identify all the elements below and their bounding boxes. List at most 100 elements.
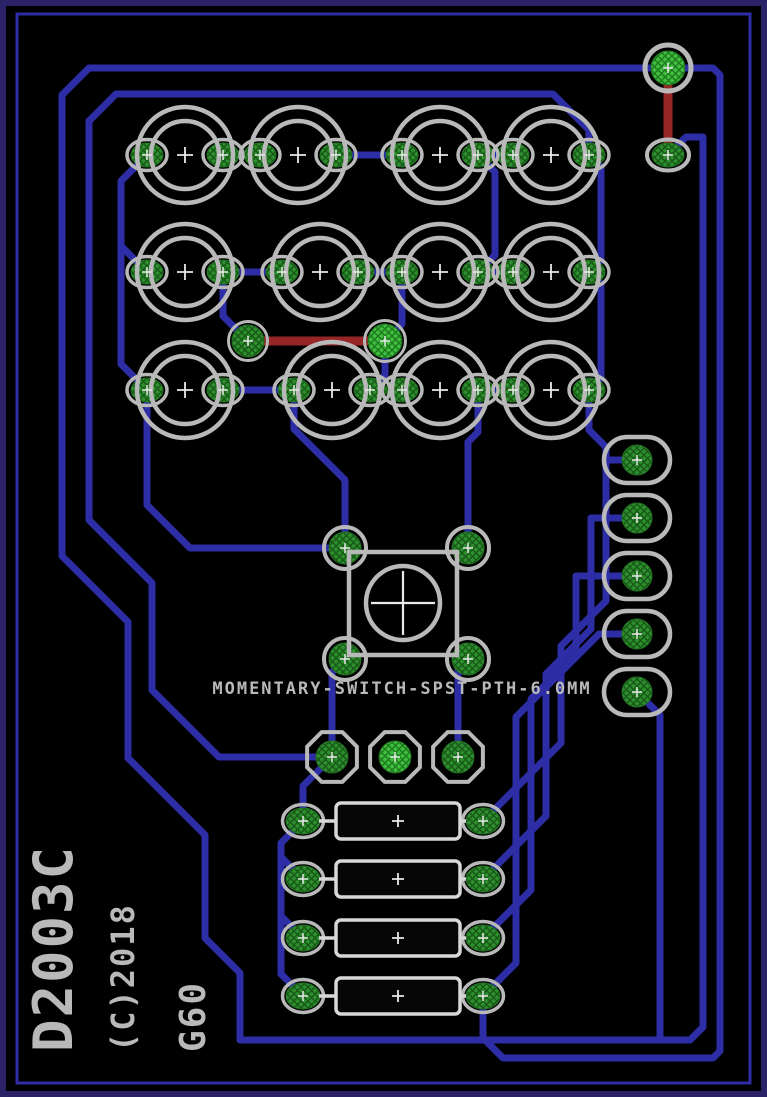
- origin-cross: [473, 150, 483, 160]
- origin-cross: [392, 990, 404, 1002]
- pushbutton-outline[interactable]: [281, 339, 383, 441]
- header-pin-outline[interactable]: [601, 608, 673, 660]
- pushbutton-outline[interactable]: [134, 104, 236, 206]
- pushbutton-outline[interactable]: [134, 221, 236, 323]
- pad-ring: [445, 525, 491, 571]
- pushbutton-outline[interactable]: [134, 339, 236, 441]
- origin-cross: [432, 382, 448, 398]
- origin-cross: [353, 267, 363, 277]
- header-pin-outline[interactable]: [601, 434, 673, 486]
- origin-cross: [142, 385, 152, 395]
- origin-cross: [392, 932, 404, 944]
- pad-ring: [201, 254, 245, 290]
- pad-ring: [125, 137, 169, 173]
- origin-cross: [397, 385, 407, 395]
- origin-cross: [543, 147, 559, 163]
- origin-marks-layer: [142, 63, 673, 1002]
- header-pin-outline[interactable]: [601, 666, 673, 718]
- origin-cross: [177, 382, 193, 398]
- copper-trace[interactable]: [479, 64, 724, 1062]
- origin-cross: [340, 654, 350, 664]
- board-dimension-outline: [15, 12, 752, 1085]
- pad-ring: [201, 137, 245, 173]
- origin-cross: [632, 513, 642, 523]
- pad-ring: [363, 319, 407, 363]
- pushbutton-outline[interactable]: [389, 221, 491, 323]
- pad-ring: [227, 320, 269, 362]
- copper-trace[interactable]: [277, 817, 307, 1000]
- pushbutton-outline[interactable]: [389, 339, 491, 441]
- header-pin-outline[interactable]: [601, 550, 673, 602]
- tri-pad-outline[interactable]: [305, 730, 359, 784]
- origin-cross: [463, 543, 473, 553]
- origin-cross: [298, 816, 308, 826]
- copper-trace[interactable]: [464, 386, 482, 552]
- header-pin-outline[interactable]: [601, 492, 673, 544]
- origin-cross: [397, 150, 407, 160]
- switch-body-outline[interactable]: [346, 549, 460, 658]
- origin-cross: [663, 63, 673, 73]
- origin-cross: [218, 267, 228, 277]
- switch-button-outline[interactable]: [363, 563, 443, 643]
- copper-trace[interactable]: [85, 117, 336, 761]
- pushbutton-outline[interactable]: [500, 339, 602, 441]
- origin-cross: [663, 150, 673, 160]
- copper-trace[interactable]: [479, 514, 641, 883]
- pad-ring: [456, 372, 500, 408]
- origin-cross: [392, 815, 404, 827]
- tri-pad-outline[interactable]: [431, 730, 485, 784]
- copper-trace[interactable]: [143, 386, 349, 552]
- origin-cross: [463, 654, 473, 664]
- origin-cross: [290, 147, 306, 163]
- pushbutton-outline[interactable]: [500, 221, 602, 323]
- pad-ring: [336, 254, 380, 290]
- origin-cross: [543, 264, 559, 280]
- origin-cross: [632, 455, 642, 465]
- copper-trace[interactable]: [58, 91, 707, 1044]
- origin-cross: [478, 933, 488, 943]
- pad-ring: [567, 254, 611, 290]
- origin-cross: [432, 147, 448, 163]
- origin-cross: [453, 752, 463, 762]
- origin-cross: [177, 264, 193, 280]
- origin-cross: [142, 267, 152, 277]
- pad-ring: [125, 254, 169, 290]
- copper-trace[interactable]: [479, 630, 641, 1000]
- copper-trace[interactable]: [290, 386, 349, 552]
- pad-ring: [456, 137, 500, 173]
- origin-cross: [508, 150, 518, 160]
- origin-cross: [543, 382, 559, 398]
- pad-ring: [272, 372, 316, 408]
- silkscreen-switch-label: MOMENTARY-SWITCH-SPST-PTH-6.0MM: [212, 679, 591, 699]
- pushbutton-outline[interactable]: [389, 104, 491, 206]
- pushbutton-outline[interactable]: [247, 104, 349, 206]
- origin-cross: [380, 336, 390, 346]
- pad-ring: [567, 137, 611, 173]
- origin-cross: [298, 933, 308, 943]
- origin-cross: [584, 385, 594, 395]
- pad-ring: [201, 372, 245, 408]
- pad-ring: [322, 636, 368, 682]
- origin-cross: [632, 687, 642, 697]
- pad-ring: [642, 42, 694, 94]
- origin-cross: [255, 150, 265, 160]
- pushbutton-outline[interactable]: [269, 221, 371, 323]
- origin-cross: [473, 267, 483, 277]
- pushbutton-outline[interactable]: [500, 104, 602, 206]
- origin-cross: [327, 752, 337, 762]
- silkscreen-revision: G60: [173, 981, 214, 1052]
- pad-ring: [380, 137, 424, 173]
- origin-cross: [289, 385, 299, 395]
- tri-pad-outline[interactable]: [368, 730, 422, 784]
- origin-cross: [218, 385, 228, 395]
- origin-cross: [392, 873, 404, 885]
- silkscreen-copyright: (C)2018: [104, 903, 142, 1052]
- copper-trace[interactable]: [58, 64, 672, 99]
- origin-cross: [340, 543, 350, 553]
- pad-ring: [491, 372, 535, 408]
- origin-cross: [218, 150, 228, 160]
- origin-cross: [298, 874, 308, 884]
- origin-cross: [331, 150, 341, 160]
